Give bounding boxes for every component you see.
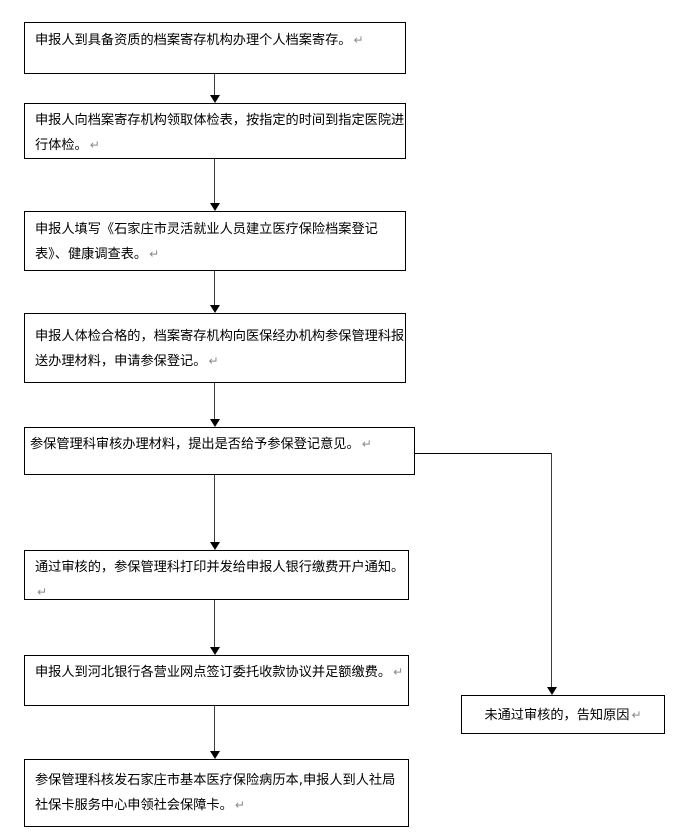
review-rejected-step[interactable]: 未通过审核的，告知原因↵ — [461, 695, 665, 734]
print-bank-notice-step-paragraph-mark-icon: ↵ — [37, 585, 48, 599]
fill-registration-form-step[interactable]: 申报人填写《石家庄市灵活就业人员建立医疗保险档案登记表》、健康调查表。↵ — [24, 211, 406, 271]
connector-step6-to-step7-arrowhead-icon — [210, 647, 220, 655]
medical-exam-form-step-label: 申报人向档案寄存机构领取体检表，按指定的时间到指定医院进行体检。 — [35, 113, 405, 153]
connector-step2-to-step3-arrowhead-icon — [210, 203, 220, 211]
connector-step6-to-step7 — [214, 600, 215, 648]
bank-agreement-payment-step-paragraph-mark-icon: ↵ — [393, 665, 404, 679]
connector-step3-to-step4-arrowhead-icon — [210, 305, 220, 313]
bank-agreement-payment-step[interactable]: 申报人到河北银行各营业网点签订委托收款协议并足额缴费。↵ — [24, 655, 409, 706]
issue-medical-record-card-step[interactable]: 参保管理科核发石家庄市基本医疗保险病历本,申报人到人社局社保卡服务中心申领社会保… — [24, 759, 409, 827]
connector-step3-to-step4 — [214, 271, 215, 306]
fill-registration-form-step-paragraph-mark-icon: ↵ — [149, 247, 160, 261]
review-rejected-step-label: 未通过审核的，告知原因 — [484, 708, 630, 723]
connector-step7-to-step8-arrowhead-icon — [210, 751, 220, 759]
connector-step5-to-reject-vertical — [551, 453, 552, 688]
medical-exam-form-step-paragraph-mark-icon: ↵ — [89, 138, 100, 152]
submit-materials-step[interactable]: 申报人体检合格的，档案寄存机构向医保经办机构参保管理科报送办理材料，申请参保登记… — [24, 313, 406, 383]
archive-deposit-step-paragraph-mark-icon: ↵ — [353, 33, 364, 47]
connector-step5-to-reject-vertical-arrowhead-icon — [547, 687, 557, 695]
print-bank-notice-step-label: 通过审核的，参保管理科打印并发给申报人银行缴费开户通知。 — [35, 560, 405, 575]
connector-step1-to-step2-arrowhead-icon — [210, 95, 220, 103]
connector-step2-to-step3 — [214, 159, 215, 204]
connector-step5-to-step6 — [214, 475, 215, 543]
submit-materials-step-label: 申报人体检合格的，档案寄存机构向医保经办机构参保管理科报送办理材料，申请参保登记… — [35, 329, 405, 369]
connector-step4-to-step5-arrowhead-icon — [210, 419, 220, 427]
review-materials-decision[interactable]: 参保管理科审核办理材料，提出是否给予参保登记意见。↵ — [24, 427, 415, 475]
archive-deposit-step[interactable]: 申报人到具备资质的档案寄存机构办理个人档案寄存。↵ — [24, 22, 406, 74]
connector-step5-to-step6-arrowhead-icon — [210, 542, 220, 550]
connector-step7-to-step8 — [214, 706, 215, 752]
bank-agreement-payment-step-label: 申报人到河北银行各营业网点签订委托收款协议并足额缴费。 — [35, 665, 392, 680]
connector-step1-to-step2 — [214, 74, 215, 96]
archive-deposit-step-label: 申报人到具备资质的档案寄存机构办理个人档案寄存。 — [35, 33, 352, 48]
review-rejected-step-paragraph-mark-icon: ↵ — [631, 708, 642, 722]
medical-exam-form-step[interactable]: 申报人向档案寄存机构领取体检表，按指定的时间到指定医院进行体检。↵ — [24, 103, 406, 159]
print-bank-notice-step[interactable]: 通过审核的，参保管理科打印并发给申报人银行缴费开户通知。 ↵ — [24, 550, 409, 600]
issue-medical-record-card-step-paragraph-mark-icon: ↵ — [234, 798, 245, 812]
review-materials-decision-paragraph-mark-icon: ↵ — [361, 437, 372, 451]
issue-medical-record-card-step-label: 参保管理科核发石家庄市基本医疗保险病历本,申报人到人社局社保卡服务中心申领社会保… — [35, 773, 396, 813]
connector-step5-to-reject-horizontal — [415, 453, 552, 454]
review-materials-decision-label: 参保管理科审核办理材料，提出是否给予参保登记意见。 — [30, 437, 360, 452]
connector-step4-to-step5 — [214, 383, 215, 420]
submit-materials-step-paragraph-mark-icon: ↵ — [208, 354, 219, 368]
fill-registration-form-step-label: 申报人填写《石家庄市灵活就业人员建立医疗保险档案登记表》、健康调查表。 — [35, 222, 378, 262]
